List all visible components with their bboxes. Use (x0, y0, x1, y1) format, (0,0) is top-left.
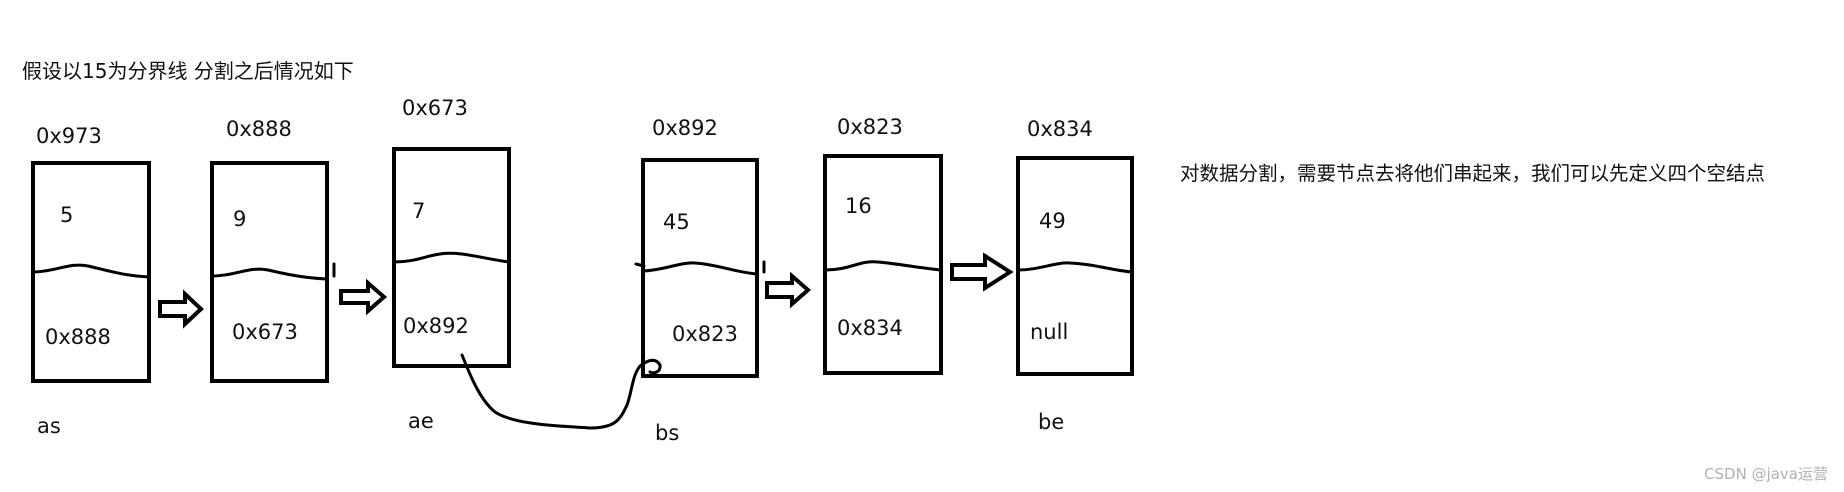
node-next: 0x888 (45, 325, 111, 349)
arrow-5-to-6 (950, 252, 1014, 292)
node-box (1016, 156, 1134, 376)
node-divider (393, 251, 510, 264)
node-divider (642, 261, 758, 276)
node-next: 0x892 (403, 314, 469, 338)
node-next: null (1030, 320, 1068, 344)
node-address: 0x673 (402, 96, 468, 120)
node-value: 16 (845, 194, 872, 218)
node-3: 0x673 7 0x892 (392, 96, 511, 368)
arrow-4-to-5 (765, 271, 812, 309)
node-4: 0x892 45 0x823 (641, 116, 759, 378)
node-divider (824, 260, 942, 272)
node-box (823, 154, 943, 375)
label-be: be (1038, 410, 1064, 434)
node-5: 0x823 16 0x834 (823, 115, 943, 375)
node-value: 9 (233, 207, 246, 231)
node-value: 7 (412, 199, 425, 223)
node-address: 0x834 (1027, 117, 1093, 141)
node-address: 0x973 (36, 124, 102, 148)
node-address: 0x892 (652, 116, 718, 140)
label-bs: bs (655, 421, 679, 445)
node-next: 0x823 (672, 322, 738, 346)
intro-text: 假设以15为分界线 分割之后情况如下 (22, 59, 354, 83)
arrow-2-to-3 (339, 278, 388, 316)
node-value: 5 (60, 203, 73, 227)
label-as: as (37, 414, 61, 438)
node-value: 45 (663, 210, 690, 234)
node-box (210, 161, 329, 383)
arrow-1-to-2 (158, 289, 204, 329)
node-address: 0x888 (226, 117, 292, 141)
node-next: 0x834 (837, 316, 903, 340)
connector-curve (460, 353, 662, 430)
node-1: 0x973 5 0x888 (31, 124, 151, 383)
label-ae: ae (408, 409, 434, 433)
node-divider (211, 267, 328, 281)
node-next: 0x673 (232, 320, 298, 344)
node-address: 0x823 (837, 115, 903, 139)
watermark: CSDN @java运营 (1704, 465, 1828, 483)
stray-mark (634, 262, 646, 268)
node-value: 49 (1039, 209, 1066, 233)
note-text: 对数据分割，需要节点去将他们串起来，我们可以先定义四个空结点 (1180, 162, 1765, 185)
node-2: 0x888 9 0x673 (210, 117, 329, 383)
node-divider (1017, 261, 1133, 274)
node-6: 0x834 49 null (1016, 117, 1134, 376)
node-divider (32, 263, 150, 279)
